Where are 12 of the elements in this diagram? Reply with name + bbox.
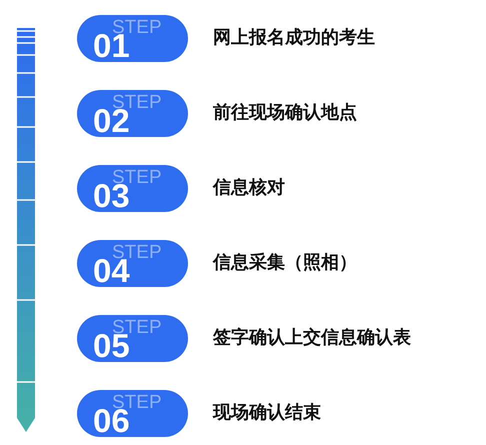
step-badge — [77, 165, 188, 212]
step-title: 网上报名成功的考生 — [213, 27, 375, 49]
step-title: 信息采集（照相） — [213, 252, 357, 274]
step-badge — [77, 390, 188, 437]
step-badge — [77, 15, 188, 62]
step-title: 现场确认结束 — [213, 402, 321, 424]
step-title: 签字确认上交信息确认表 — [213, 327, 411, 349]
step-title: 信息核对 — [213, 177, 285, 199]
step-badge — [77, 240, 188, 287]
step-badge — [77, 90, 188, 137]
step-title: 前往现场确认地点 — [213, 102, 357, 124]
step-badge — [77, 315, 188, 362]
